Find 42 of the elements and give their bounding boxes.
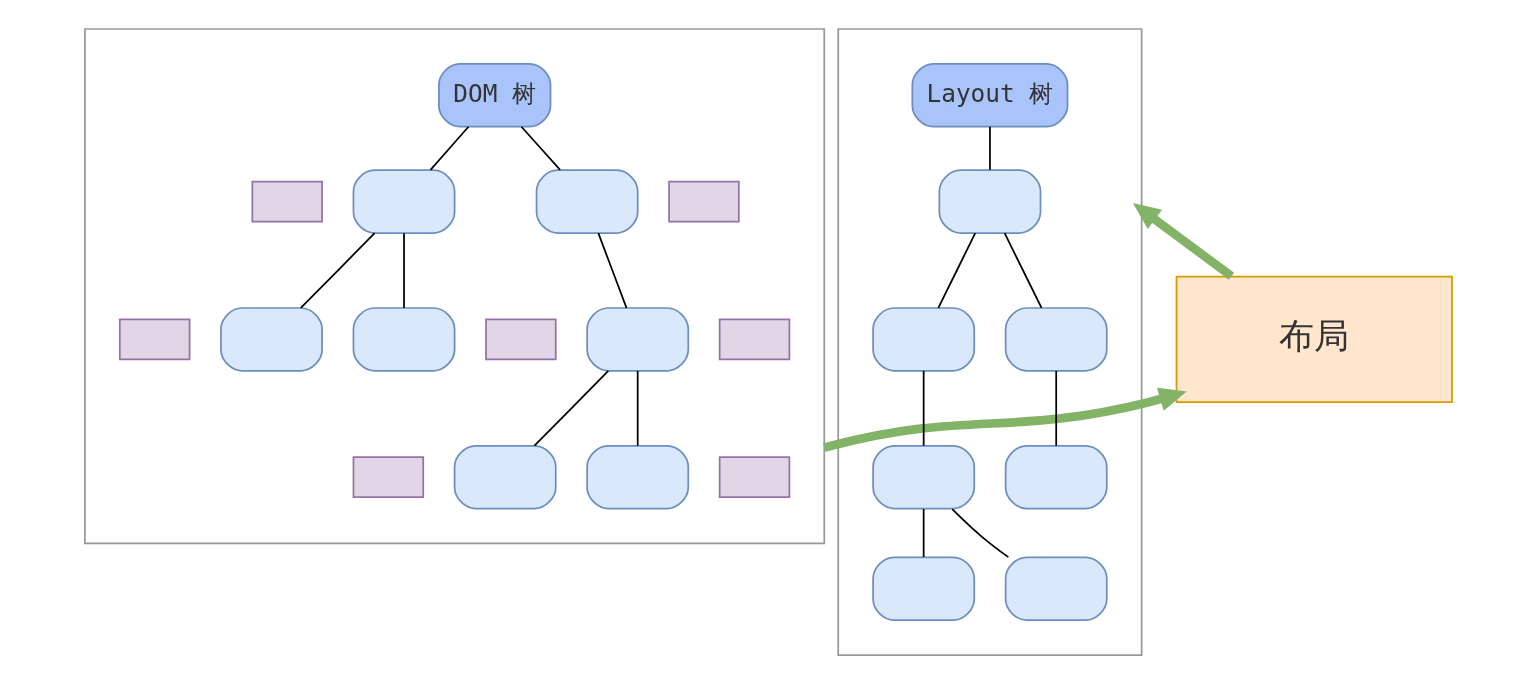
arrow — [822, 387, 1187, 452]
node-box — [352, 456, 424, 499]
node-box — [1004, 307, 1108, 372]
connector — [429, 125, 469, 171]
node-box — [118, 318, 190, 361]
node-box — [718, 318, 790, 361]
node-box — [352, 169, 455, 234]
node-box — [938, 169, 1041, 234]
node-box — [667, 180, 740, 223]
node-box: DOM 树 — [437, 63, 551, 128]
node-box: Layout 树 — [910, 63, 1068, 128]
node-box — [718, 456, 790, 499]
connector — [922, 508, 925, 558]
connector — [299, 232, 375, 309]
connector — [533, 370, 609, 447]
node-box — [352, 307, 455, 372]
node-box — [871, 556, 975, 621]
node-box — [585, 307, 689, 372]
connector — [597, 232, 627, 309]
connector — [936, 232, 976, 309]
node-box — [453, 444, 557, 510]
node-box — [219, 307, 323, 372]
node-box: 布局 — [1175, 275, 1453, 404]
arrow — [1132, 203, 1234, 280]
connector — [1003, 232, 1042, 309]
connector — [922, 370, 925, 447]
node-box — [1004, 444, 1108, 510]
connector — [520, 125, 561, 171]
node-box — [1004, 556, 1108, 621]
node-box — [535, 169, 639, 234]
cluster — [83, 28, 825, 545]
node-box — [484, 318, 557, 361]
cluster — [836, 28, 1142, 656]
node-box — [871, 307, 975, 372]
connector — [1054, 370, 1057, 447]
connector — [988, 125, 991, 171]
connector — [950, 508, 1009, 558]
connector — [402, 232, 405, 309]
node-box — [585, 444, 689, 510]
connector — [636, 370, 639, 447]
node-box — [250, 180, 323, 223]
node-box — [871, 444, 975, 510]
